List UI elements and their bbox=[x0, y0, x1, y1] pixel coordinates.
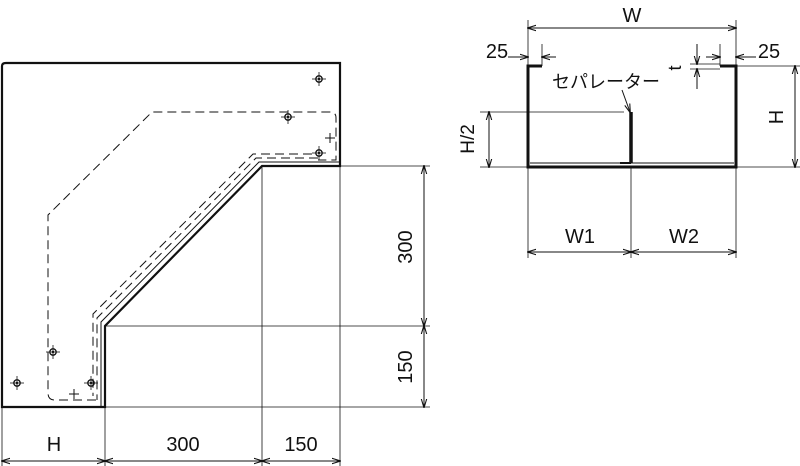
dim-h2-label: H/2 bbox=[458, 124, 479, 154]
elbow-inner-edge bbox=[100, 161, 340, 407]
dim-v300-label: 300 bbox=[395, 230, 417, 263]
dim-150-label: 150 bbox=[284, 434, 317, 456]
plus-mark-icon bbox=[325, 133, 335, 143]
plus-mark-icon bbox=[69, 389, 79, 399]
separator-label: セパレーター bbox=[552, 72, 660, 92]
dim-300-label: 300 bbox=[166, 434, 199, 456]
dim-t-label: t bbox=[665, 65, 685, 70]
dim-w2-label: W2 bbox=[669, 226, 699, 248]
dim-25-left-label: 25 bbox=[486, 41, 508, 63]
channel-right-flange bbox=[720, 64, 738, 169]
dim-v150-label: 150 bbox=[395, 350, 417, 383]
extension-lines bbox=[1, 165, 430, 466]
dim-w1-label: W1 bbox=[565, 226, 595, 248]
channel-left-flange bbox=[526, 64, 544, 169]
separator-leader bbox=[621, 89, 630, 112]
bolt-hole-icon bbox=[9, 375, 25, 391]
elbow-outline bbox=[0, 61, 342, 409]
plan-view: H 300 150 300 150 bbox=[0, 61, 430, 466]
cover-dashed-diagonal-2 bbox=[92, 153, 312, 396]
cover-dashed-diagonal bbox=[96, 157, 318, 400]
section-view: W 25 25 t H H/2 セパレーター bbox=[458, 5, 800, 258]
dim-h-section-label: H bbox=[766, 110, 788, 124]
dim-w-label: W bbox=[623, 5, 642, 27]
bolt-hole-icon bbox=[311, 71, 327, 87]
dim-h-label: H bbox=[47, 434, 61, 456]
cover-dashed-outline bbox=[47, 111, 337, 401]
bolt-hole-icon bbox=[83, 375, 99, 391]
dim-25-right-label: 25 bbox=[758, 41, 780, 63]
